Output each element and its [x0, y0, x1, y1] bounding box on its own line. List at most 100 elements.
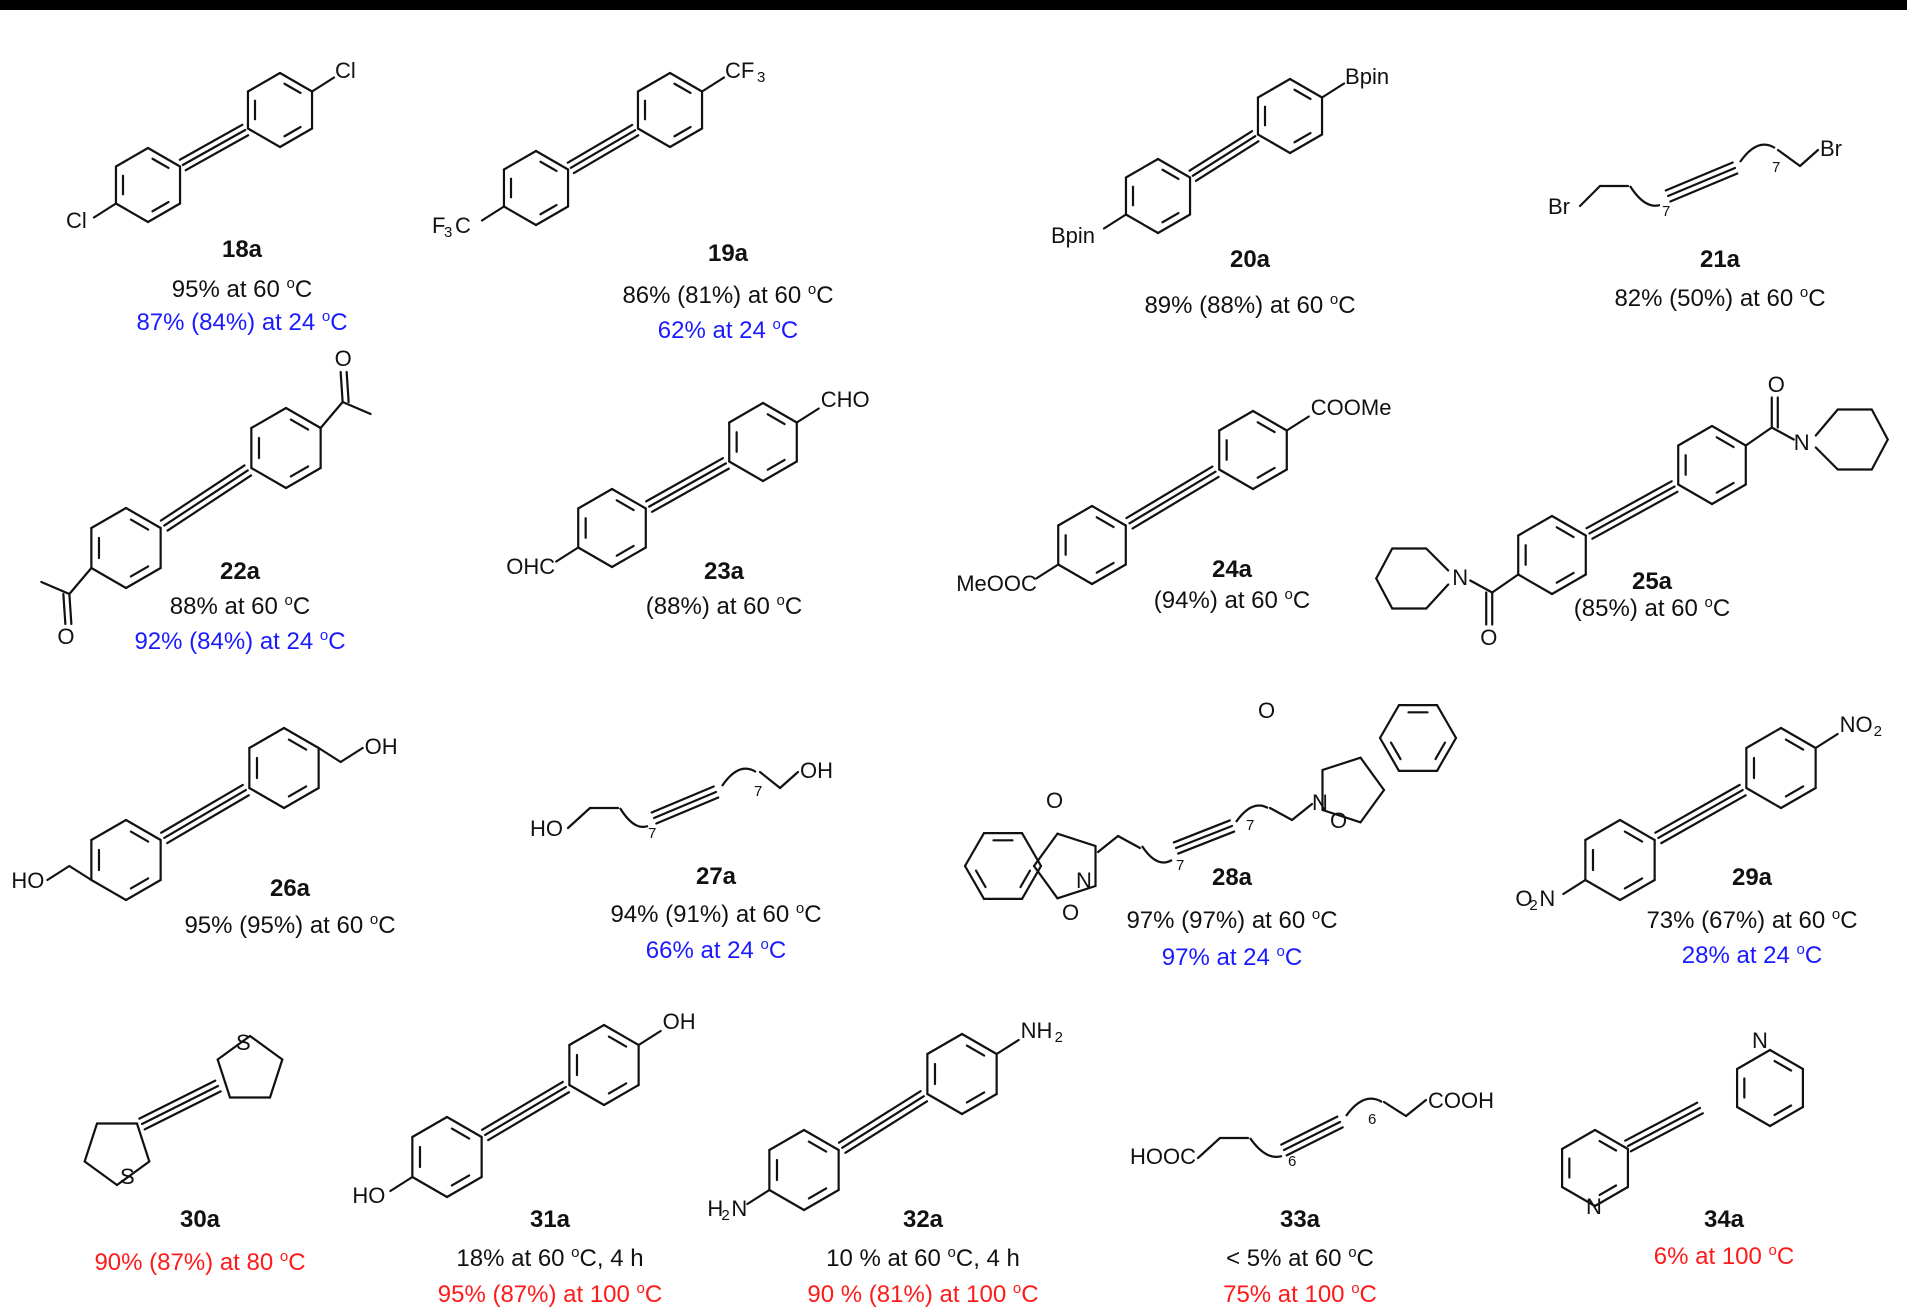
- c33a-alkyne: [1280, 1115, 1339, 1146]
- c27a-chain-bond: [778, 770, 800, 790]
- c21a-repeat-count: 7: [1772, 159, 1781, 176]
- c28a-benzo-ring-a-bond: [963, 864, 986, 901]
- c30a-sulfur-label: S: [236, 1030, 251, 1055]
- c19a-f3c-subscript: 3: [443, 223, 453, 241]
- yield-text: 90 % (81%) at 100: [807, 1281, 1013, 1308]
- temperature-unit: C: [1804, 942, 1823, 969]
- c23a-ring-a-bond: [577, 487, 614, 510]
- c30a-alkyne: [140, 1084, 220, 1126]
- yield-condition: 62% at 24 oC: [658, 316, 798, 345]
- c18a-alkyne: [184, 134, 250, 172]
- c29a-ring-a-bond: [1584, 818, 1622, 842]
- yield-condition: 66% at 24 oC: [646, 936, 786, 965]
- degree-mark: o: [321, 308, 331, 325]
- c21a-bracket: [1739, 143, 1776, 163]
- c23a-ring-a-bond: [610, 487, 647, 510]
- c20a-sub-bond: [1320, 82, 1346, 99]
- yield-condition: < 5% at 60 oC: [1226, 1244, 1374, 1273]
- c33a-alkyne: [1282, 1120, 1342, 1152]
- compound-id: 30a: [179, 1206, 221, 1233]
- c22a-ring-b-bond: [250, 466, 288, 490]
- c30a-thiophene-a-bond: [83, 1122, 99, 1163]
- c18a-cl-label: Cl: [335, 57, 356, 83]
- c29a-alkyne: [1660, 794, 1747, 845]
- c26a-ring-b-bond: [248, 786, 286, 810]
- c28a-benzo-ring-b-bond: [1378, 736, 1401, 773]
- c31a-alkyne: [480, 1080, 564, 1131]
- c25a-alkyne: [1591, 490, 1679, 540]
- c28a-imide-ring-b-bond: [1359, 788, 1386, 824]
- c34a-pyridine-b-bond: [1735, 1048, 1772, 1071]
- c25a-ring-b-bond: [1710, 483, 1747, 506]
- c32a-nh2-subscript: 2: [1054, 1029, 1063, 1046]
- c22a-ring-a-double-bond: [129, 565, 150, 578]
- c21a-repeat-count: 7: [1662, 203, 1671, 220]
- c31a-ring-b-bond: [602, 1023, 640, 1047]
- c31a-ho-label: HO: [352, 1183, 386, 1208]
- yield-condition: 97% at 24 oC: [1162, 943, 1302, 972]
- c32a-ring-a-bond: [802, 1128, 840, 1152]
- c21a-alkyne: [1664, 161, 1734, 192]
- c24a-sub-bond: [1285, 415, 1310, 432]
- c28a-chain-bond: [1096, 834, 1120, 854]
- c28a-imide-ring-a-bond: [1056, 832, 1097, 848]
- c30a-alkyne: [138, 1079, 217, 1120]
- c30a-thiophene-b-bond: [248, 1034, 284, 1061]
- c25a-nitrogen-label: N: [1793, 429, 1810, 455]
- temperature-unit: C: [1292, 587, 1311, 614]
- c23a-sub-bond: [795, 407, 820, 424]
- c27a-chain-bond: [758, 770, 782, 790]
- c31a-ring-b-bond: [568, 1083, 606, 1107]
- c29a-ring-a-bond: [1584, 878, 1622, 902]
- c29a-ring-b-bond: [1745, 786, 1783, 810]
- c33a-alkyne: [1285, 1126, 1344, 1157]
- degree-mark: o: [1311, 906, 1321, 923]
- c19a-f3c-label: F: [431, 212, 446, 238]
- c32a-alkyne: [841, 1095, 925, 1149]
- c22a-carbonyl: [68, 592, 73, 626]
- c18a-ring-b-bond: [278, 127, 314, 149]
- c34a-pyridine-b-double-bond: [1773, 1059, 1793, 1072]
- c23a-cho-label: CHO: [820, 386, 870, 412]
- yield-text: 95% (95%) at 60: [184, 912, 370, 939]
- c25a-alkyne: [1585, 480, 1673, 530]
- c34a-pyridine-b-bond: [1768, 1105, 1805, 1128]
- c26a-oh-label: OH: [364, 734, 398, 759]
- c21a-bracket: [1629, 185, 1661, 207]
- c32a-ring-a-bond: [768, 1128, 806, 1152]
- c20a-ring-b-double-bond: [1293, 131, 1312, 144]
- c24a-ring-a-bond: [1057, 563, 1094, 586]
- c27a-chain-bond: [566, 806, 592, 830]
- c18a-ring-b-bond: [278, 71, 314, 93]
- yield-text: 62% at 24: [657, 317, 773, 344]
- temperature-unit: C: [330, 309, 348, 336]
- yield-condition: 86% (81%) at 60 oC: [622, 281, 833, 310]
- yield-text: < 5% at 60: [1226, 1245, 1349, 1272]
- c18a-ring-a-double-bond: [151, 157, 170, 170]
- c24a-coome-label: COOMe: [1310, 394, 1392, 420]
- c19a-ring-b-bond: [668, 127, 704, 149]
- compound-id: 33a: [1279, 1206, 1321, 1233]
- c32a-ring-b-bond: [960, 1092, 998, 1116]
- c29a-ring-b-double-bond: [1784, 738, 1805, 751]
- degree-mark: o: [760, 936, 769, 953]
- compound-id: 32a: [902, 1206, 944, 1233]
- c34a-pyridine-a-bond: [1560, 1185, 1597, 1208]
- c22a-carbonyl: [339, 370, 344, 404]
- degree-mark: o: [776, 592, 785, 609]
- c23a-ring-b-bond: [728, 460, 765, 483]
- c28a-benzo-ring-a-bond: [963, 831, 986, 868]
- c24a-ring-a-double-bond: [1095, 561, 1115, 574]
- c28a-benzo-ring-b-bond: [1378, 703, 1401, 740]
- c25a-ring-a-bond: [1517, 573, 1554, 596]
- temperature-unit: C: [294, 276, 313, 303]
- c29a-no2-subscript: 2: [1873, 723, 1882, 740]
- c33a-repeat-count: 6: [1288, 1153, 1297, 1170]
- c23a-ring-a-bond: [577, 546, 614, 569]
- c19a-sub-bond: [480, 205, 506, 222]
- c29a-no2-label: NO: [1839, 712, 1873, 737]
- yield-text: 89% (88%) at 60: [1144, 292, 1330, 319]
- c27a-repeat-count: 7: [648, 825, 657, 842]
- c34a-nitrogen-label: N: [1586, 1194, 1602, 1219]
- degree-mark: o: [1768, 1242, 1777, 1259]
